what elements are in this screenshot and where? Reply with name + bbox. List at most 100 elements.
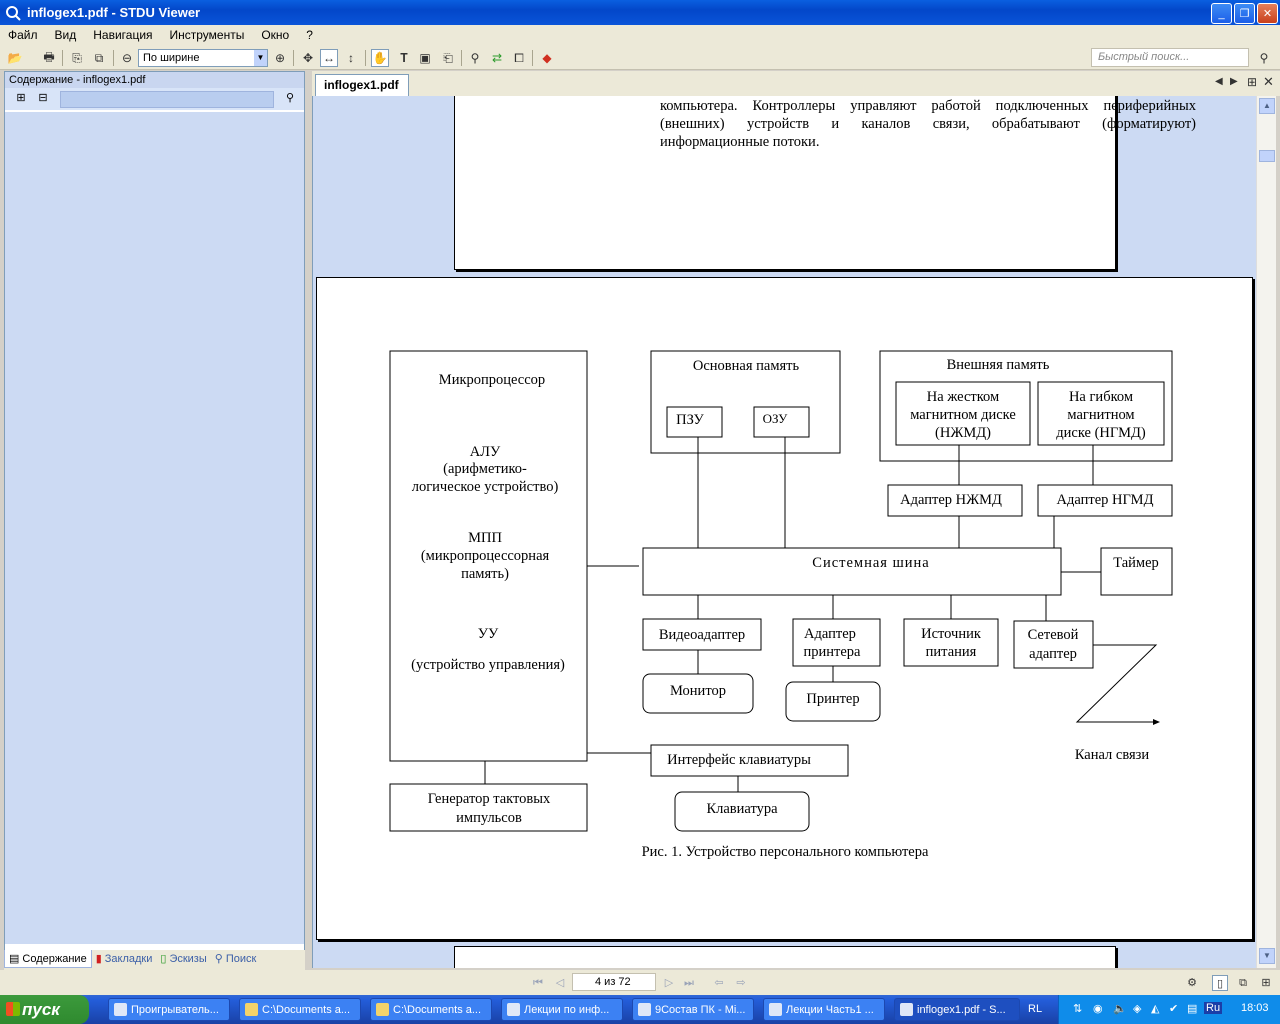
- taskbar: пуск Проигрыватель... C:\Documents a... …: [0, 995, 1280, 1024]
- fdd-line-2: магнитном: [1067, 407, 1134, 423]
- clock-generator-line-2: импульсов: [456, 810, 522, 826]
- keyboard-label: Клавиатура: [706, 801, 778, 817]
- minimize-icon: _: [1218, 7, 1225, 20]
- tab-bookmarks[interactable]: ▮Закладки: [92, 950, 157, 968]
- video-adapter-label: Видеоадаптер: [659, 627, 745, 643]
- main-memory-label: Основная память: [693, 358, 800, 374]
- tray-app-icon[interactable]: ◈: [1133, 1003, 1142, 1015]
- antivirus-icon[interactable]: ◉: [1093, 1003, 1103, 1015]
- menu-view[interactable]: Вид: [54, 28, 77, 42]
- copy-page-icon[interactable]: ⎘: [72, 50, 82, 65]
- task-folder-2[interactable]: C:\Documents a...: [370, 998, 492, 1021]
- menu-file[interactable]: Файл: [8, 28, 38, 42]
- thumbnails-icon: ▯: [160, 953, 167, 965]
- document-viewer[interactable]: компьютера. Контроллеры управляют работо…: [312, 96, 1256, 968]
- restore-button[interactable]: ❐: [1234, 3, 1255, 24]
- network-icon[interactable]: ⇅: [1073, 1003, 1083, 1015]
- next-page-icon[interactable]: ▷: [664, 977, 674, 989]
- fit-width-icon[interactable]: ↔: [320, 49, 338, 67]
- vertical-scrollbar[interactable]: ▲ ▼: [1256, 96, 1276, 968]
- zoom-select[interactable]: По ширине ▼: [138, 49, 268, 67]
- language-indicator[interactable]: RL: [1028, 1003, 1043, 1015]
- menu-window[interactable]: Окно: [261, 28, 290, 42]
- search-icon[interactable]: ⚲: [1259, 51, 1269, 65]
- image-select-icon[interactable]: ▣: [419, 51, 431, 65]
- copy-icon[interactable]: ⧠: [514, 50, 524, 65]
- tab-contents[interactable]: ▤Содержание: [4, 950, 92, 968]
- forward-icon[interactable]: ⇨: [736, 977, 746, 989]
- task-label: Проигрыватель...: [131, 1004, 219, 1016]
- restore-icon: ❐: [1239, 8, 1250, 20]
- contents-search-icon[interactable]: ⚲: [285, 92, 295, 104]
- bookmark-add-icon[interactable]: ◆: [542, 51, 552, 65]
- last-page-icon[interactable]: ⏭: [684, 977, 694, 989]
- task-word-3[interactable]: Лекции Часть1 ...: [763, 998, 885, 1021]
- single-page-icon[interactable]: ▯: [1212, 975, 1228, 991]
- quick-search-input[interactable]: Быстрый поиск...: [1091, 48, 1249, 67]
- menu-navigation[interactable]: Навигация: [93, 28, 153, 42]
- tab-scroll-right-icon[interactable]: ▶: [1230, 76, 1238, 87]
- fit-height-icon[interactable]: ↕: [348, 51, 354, 65]
- hdd-line-3: (НЖМД): [935, 425, 991, 441]
- task-media-player[interactable]: Проигрыватель...: [108, 998, 230, 1021]
- start-label: пуск: [22, 999, 60, 1019]
- first-page-icon[interactable]: ⏮: [533, 977, 543, 989]
- page-number-input[interactable]: 4 из 72: [572, 973, 656, 991]
- close-button[interactable]: ✕: [1257, 3, 1278, 24]
- task-word-1[interactable]: Лекции по инф...: [501, 998, 623, 1021]
- menu-tools[interactable]: Инструменты: [169, 28, 245, 42]
- start-button[interactable]: пуск: [0, 995, 89, 1024]
- tab-list-icon[interactable]: ⊞: [1247, 75, 1258, 89]
- snapshot-icon[interactable]: ⎗: [443, 50, 453, 65]
- minimize-button[interactable]: _: [1211, 3, 1232, 24]
- expand-all-icon[interactable]: ⊞: [16, 92, 26, 104]
- document-tab-bar: inflogex1.pdf ◀ ▶ ⊞ ✕: [312, 71, 1280, 96]
- fit-page-icon[interactable]: ✥: [302, 51, 314, 65]
- language-ru[interactable]: Ru: [1204, 1002, 1223, 1014]
- zoom-out-icon[interactable]: ⊖: [121, 51, 133, 65]
- task-folder-1[interactable]: C:\Documents a...: [239, 998, 361, 1021]
- hdd-line-1: На жестком: [927, 389, 999, 405]
- network-adapter-line-1: Сетевой: [1028, 627, 1079, 643]
- print-icon[interactable]: 🖶: [43, 49, 55, 64]
- settings-icon[interactable]: ⚙: [1187, 977, 1197, 989]
- word-icon: [769, 1003, 782, 1016]
- two-page-icon[interactable]: ⧉: [1239, 977, 1247, 989]
- contents-tree[interactable]: [5, 112, 304, 944]
- folder-icon: [376, 1003, 389, 1016]
- external-memory-label: Внешняя память: [947, 357, 1050, 373]
- pages-icon[interactable]: ⧉: [94, 50, 104, 65]
- zoom-in-icon[interactable]: ⊕: [274, 51, 286, 65]
- prev-page-icon[interactable]: ◁: [555, 977, 565, 989]
- tray-app-icon-2[interactable]: ◭: [1151, 1003, 1160, 1015]
- clock: 18:03: [1241, 1002, 1269, 1014]
- scroll-down-icon[interactable]: ▼: [1259, 948, 1275, 964]
- task-stdu-viewer[interactable]: inflogex1.pdf - S...: [894, 998, 1020, 1021]
- page-4: Микропроцессор АЛУ (арифметико- логическ…: [316, 277, 1253, 940]
- tab-search[interactable]: ⚲Поиск: [211, 950, 261, 968]
- contents-panel-tools: ⊞ ⊟ ⚲: [5, 88, 304, 110]
- tab-close-icon[interactable]: ✕: [1263, 74, 1274, 89]
- collapse-all-icon[interactable]: ⊟: [38, 92, 48, 104]
- scroll-up-icon[interactable]: ▲: [1259, 98, 1275, 114]
- sync-icon[interactable]: ⇄: [491, 51, 503, 65]
- volume-icon[interactable]: 🔈: [1113, 1003, 1127, 1015]
- tray-app-icon-3[interactable]: ✔: [1169, 1003, 1179, 1015]
- network-adapter-line-2: адаптер: [1029, 646, 1077, 662]
- tab-document[interactable]: inflogex1.pdf: [315, 74, 409, 96]
- open-folder-icon[interactable]: 📂: [7, 51, 23, 65]
- task-word-2[interactable]: 9Состав ПК - Mi...: [632, 998, 754, 1021]
- tab-scroll-left-icon[interactable]: ◀: [1215, 76, 1223, 87]
- contents-search-input[interactable]: [60, 91, 274, 108]
- find-icon[interactable]: ⚲: [470, 51, 480, 65]
- tab-thumbnails[interactable]: ▯Эскизы: [156, 950, 210, 968]
- tray-app-icon-4[interactable]: ▤: [1187, 1003, 1198, 1015]
- media-player-icon: [114, 1003, 127, 1016]
- left-panel-tabs: ▤Содержание ▮Закладки ▯Эскизы ⚲Поиск: [4, 950, 305, 970]
- scroll-thumb[interactable]: [1259, 150, 1275, 162]
- back-icon[interactable]: ⇦: [714, 977, 724, 989]
- hand-tool-icon[interactable]: ✋: [371, 49, 389, 67]
- menu-help[interactable]: ?: [306, 28, 313, 42]
- text-select-icon[interactable]: 𝐓: [400, 50, 408, 65]
- continuous-icon[interactable]: ⊞: [1261, 977, 1271, 989]
